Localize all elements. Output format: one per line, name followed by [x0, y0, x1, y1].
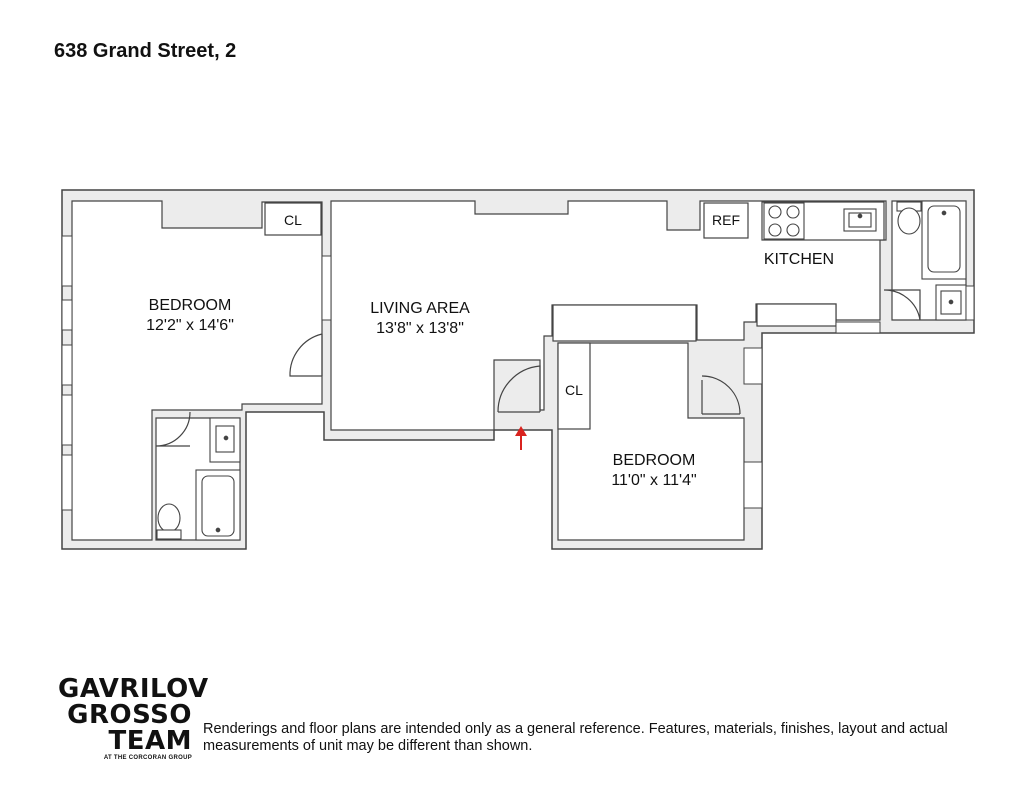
- bedroom-2-floor: [557, 342, 745, 541]
- window: [321, 255, 332, 321]
- room-dimensions: 12'2" x 14'6": [146, 317, 234, 334]
- door-entry: [497, 365, 541, 413]
- entry-arrow-icon: [515, 426, 527, 450]
- kitchen-counter-lower: [756, 303, 837, 327]
- toilet-2-icon: [896, 201, 922, 235]
- bathtub-2-icon: [921, 200, 967, 280]
- window: [61, 235, 73, 287]
- logo-subtitle: AT THE CORCORAN GROUP: [103, 755, 192, 761]
- room-name: BEDROOM: [149, 297, 232, 314]
- closet-bedroom-2: [557, 342, 591, 430]
- door-bedroom-1: [289, 333, 323, 377]
- logo-line: GAVRILOV: [58, 674, 209, 704]
- stove-icon: [763, 202, 805, 240]
- window: [61, 299, 73, 331]
- window: [61, 394, 73, 446]
- logo-line: TEAM: [108, 726, 192, 756]
- refrigerator-label: REF: [712, 212, 740, 228]
- kitchen-label: KITCHEN: [764, 251, 834, 268]
- logo-line: GROSSO: [67, 700, 192, 730]
- room-name: BEDROOM: [613, 452, 696, 469]
- door-bedroom-2: [701, 375, 741, 415]
- window: [61, 344, 73, 386]
- kitchen-sink-icon: [843, 208, 877, 232]
- door-bath-1: [155, 411, 191, 447]
- closet-label: CL: [284, 212, 302, 228]
- window: [965, 285, 975, 321]
- room-name: LIVING AREA: [370, 300, 470, 317]
- window: [61, 454, 73, 511]
- room-dimensions: 11'0" x 11'4": [611, 472, 696, 489]
- bathtub-1-icon: [195, 469, 241, 541]
- bath-1-sink-icon: [209, 417, 241, 463]
- closet-bedroom-1: [264, 202, 322, 236]
- window: [743, 347, 763, 385]
- door-bath-2: [883, 289, 921, 321]
- window: [743, 461, 763, 509]
- window: [835, 321, 881, 334]
- closet-label: CL: [565, 382, 583, 398]
- refrigerator: [703, 202, 749, 239]
- bedroom-1-floor: [71, 200, 323, 541]
- toilet-1-icon: [156, 503, 182, 540]
- team-logo: GAVRILOV GROSSO TEAM AT THE CORCORAN GRO…: [58, 674, 209, 761]
- page-title: 638 Grand Street, 2: [54, 40, 237, 62]
- bath-2-sink-icon: [935, 284, 967, 321]
- disclaimer-text: Renderings and floor plans are intended …: [203, 721, 948, 754]
- room-dimensions: 13'8" x 13'8": [376, 320, 464, 337]
- bedroom-2-window-seat: [552, 304, 697, 342]
